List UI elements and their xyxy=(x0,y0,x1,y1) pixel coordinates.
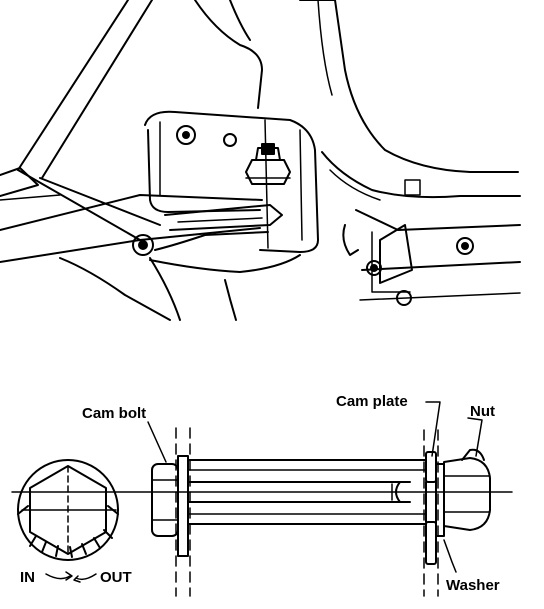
out-label: OUT xyxy=(100,569,132,586)
cam-bolt-label: Cam bolt xyxy=(82,405,146,422)
cam-bolt-head xyxy=(151,455,189,557)
cam-plate-label: Cam plate xyxy=(336,393,408,410)
nut xyxy=(443,448,491,531)
in-label: IN xyxy=(20,569,35,586)
washer-label: Washer xyxy=(446,577,500,594)
cam-plate xyxy=(425,451,437,565)
vehicle-underbody-view xyxy=(0,0,521,321)
cam-bolt-assembly xyxy=(11,401,513,597)
cam-bolt-end-view xyxy=(17,459,119,561)
nut-label: Nut xyxy=(470,403,495,420)
washer xyxy=(435,463,445,537)
in-out-arrows xyxy=(45,571,97,583)
